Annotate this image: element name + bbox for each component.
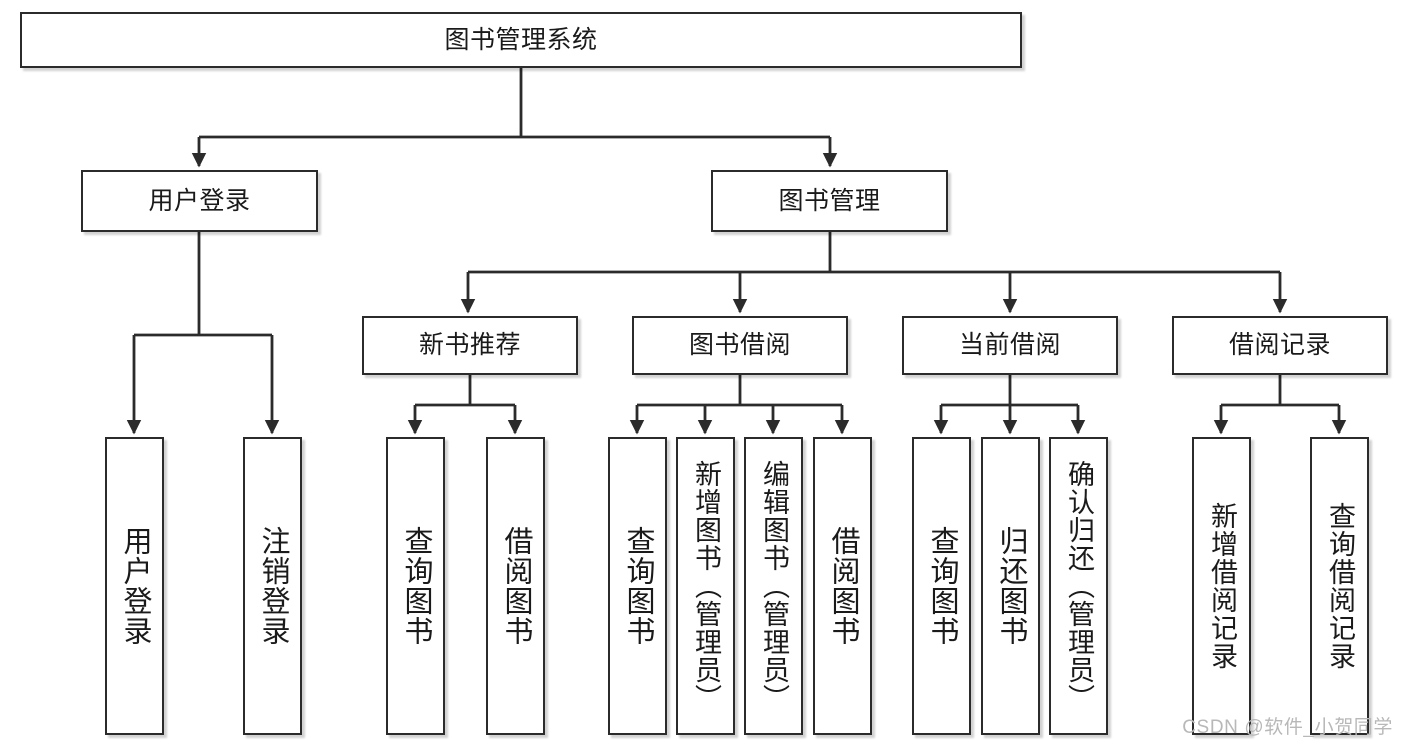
leaf-query-book-borrow[interactable]: 查询图书 (608, 437, 667, 735)
leaf-edit-book-admin[interactable]: 编辑图书（管理员） (744, 437, 803, 735)
leaf-borrow-book-new[interactable]: 借阅图书 (486, 437, 545, 735)
leaf-confirm-return-admin[interactable]: 确认归还（管理员） (1049, 437, 1108, 735)
node-label: 确认归还（管理员） (1064, 460, 1094, 712)
node-label: 新增借阅记录 (1207, 502, 1237, 670)
node-current-borrow[interactable]: 当前借阅 (902, 316, 1118, 375)
node-label: 图书管理系统 (444, 25, 598, 54)
node-label: 当前借阅 (958, 331, 1061, 360)
node-label: 查询图书 (926, 526, 958, 646)
node-label: 查询图书 (400, 526, 432, 646)
node-label: 用户登录 (119, 526, 151, 646)
node-label: 借阅图书 (827, 526, 859, 646)
leaf-query-borrow-record[interactable]: 查询借阅记录 (1310, 437, 1369, 735)
leaf-borrow-book[interactable]: 借阅图书 (813, 437, 872, 735)
node-label: 图书借阅 (688, 331, 791, 360)
node-book-management[interactable]: 图书管理 (711, 170, 948, 232)
node-label: 新书推荐 (418, 331, 521, 360)
node-new-book-recommendation[interactable]: 新书推荐 (362, 316, 578, 375)
node-root-book-management-system[interactable]: 图书管理系统 (20, 12, 1022, 68)
node-label: 新增图书（管理员） (691, 460, 721, 712)
node-label: 借阅图书 (500, 526, 532, 646)
leaf-add-borrow-record[interactable]: 新增借阅记录 (1192, 437, 1251, 735)
leaf-user-login[interactable]: 用户登录 (105, 437, 164, 735)
node-book-borrow[interactable]: 图书借阅 (632, 316, 848, 375)
node-label: 编辑图书（管理员） (759, 460, 789, 712)
leaf-add-book-admin[interactable]: 新增图书（管理员） (676, 437, 735, 735)
node-label: 图书管理 (778, 186, 881, 215)
node-label: 查询图书 (622, 526, 654, 646)
leaf-logout[interactable]: 注销登录 (243, 437, 302, 735)
node-label: 借阅记录 (1228, 331, 1331, 360)
node-label: 查询借阅记录 (1325, 502, 1355, 670)
node-label: 归还图书 (995, 526, 1027, 646)
node-label: 注销登录 (257, 526, 289, 646)
leaf-query-book-current[interactable]: 查询图书 (912, 437, 971, 735)
leaf-query-book-new[interactable]: 查询图书 (386, 437, 445, 735)
node-borrow-record[interactable]: 借阅记录 (1172, 316, 1388, 375)
node-user-login[interactable]: 用户登录 (81, 170, 318, 232)
leaf-return-book[interactable]: 归还图书 (981, 437, 1040, 735)
node-label: 用户登录 (148, 186, 251, 215)
